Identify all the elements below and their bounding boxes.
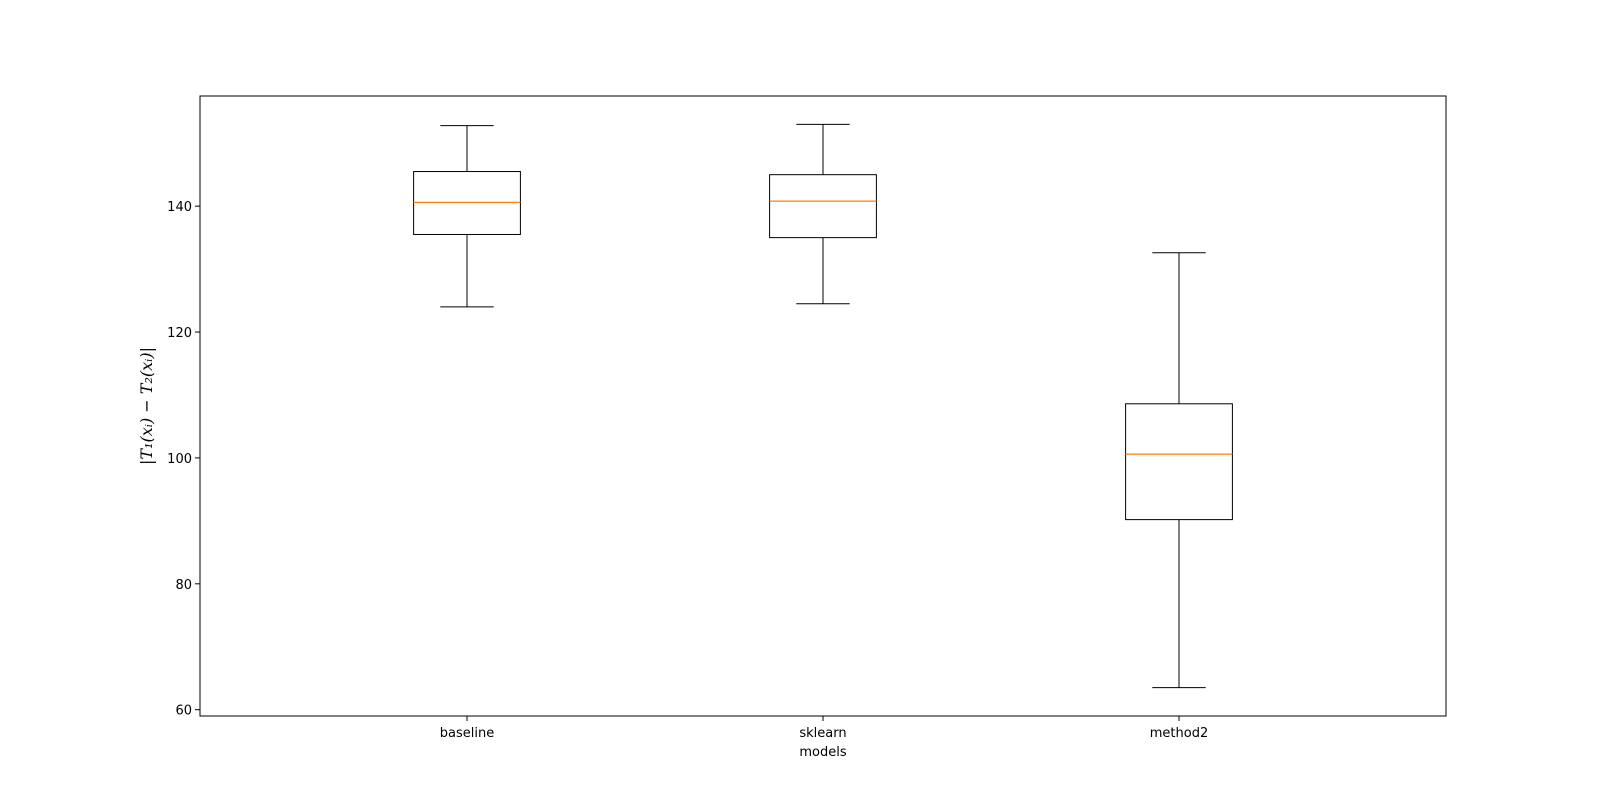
x-axis-ticks: baseline sklearn method2 [440,716,1208,741]
interquartile-box [769,174,877,239]
y-tick-label: 120 [167,326,192,341]
y-axis-label: |T₁(xᵢ) − T₂(xᵢ)| [137,347,156,465]
interquartile-box [413,171,521,235]
box-method2 [1125,252,1233,689]
y-tick-label: 100 [167,452,192,467]
interquartile-box [1125,403,1233,521]
x-tick-label: baseline [440,726,494,741]
x-tick-label: sklearn [799,726,846,741]
x-tick-label: method2 [1150,726,1208,741]
x-axis-label: models [799,745,846,760]
y-tick-label: 140 [167,200,192,215]
y-tick-label: 80 [175,578,192,593]
box-series [413,123,1233,689]
box-sklearn [769,123,877,305]
plot-area-frame [199,95,1447,717]
y-tick-label: 60 [175,704,192,719]
y-axis-ticks: 60 80 100 120 140 [167,200,200,719]
box-baseline [413,125,521,308]
